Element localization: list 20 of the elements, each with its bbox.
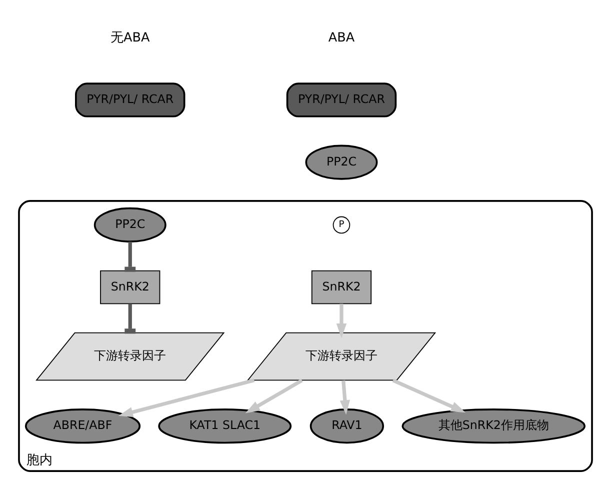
node-ellipse: PP2C: [94, 207, 166, 242]
node-ellipse: ABRE/ABF: [24, 408, 141, 444]
arrow: [245, 378, 303, 414]
node-ellipse: RAV1: [310, 408, 384, 444]
node-box: SnRK2: [100, 270, 160, 304]
arrow: [392, 378, 466, 413]
node-box: PYR/PYL/ RCAR: [286, 82, 397, 118]
arrow: [340, 380, 350, 415]
arrow: [118, 378, 255, 418]
arrow: [336, 304, 347, 338]
connector: [124, 242, 136, 272]
node-ellipse: KAT1 SLAC1: [158, 408, 292, 444]
label: ABA: [328, 30, 355, 46]
label: 无ABA: [110, 30, 150, 46]
node-circle: P: [332, 216, 350, 234]
node-box: SnRK2: [311, 270, 372, 304]
node-ellipse: PP2C: [305, 144, 378, 180]
node-box: PYR/PYL/ RCAR: [75, 82, 186, 118]
node-ellipse: 其他SnRK2作用底物: [402, 408, 586, 444]
connector: [124, 304, 136, 334]
